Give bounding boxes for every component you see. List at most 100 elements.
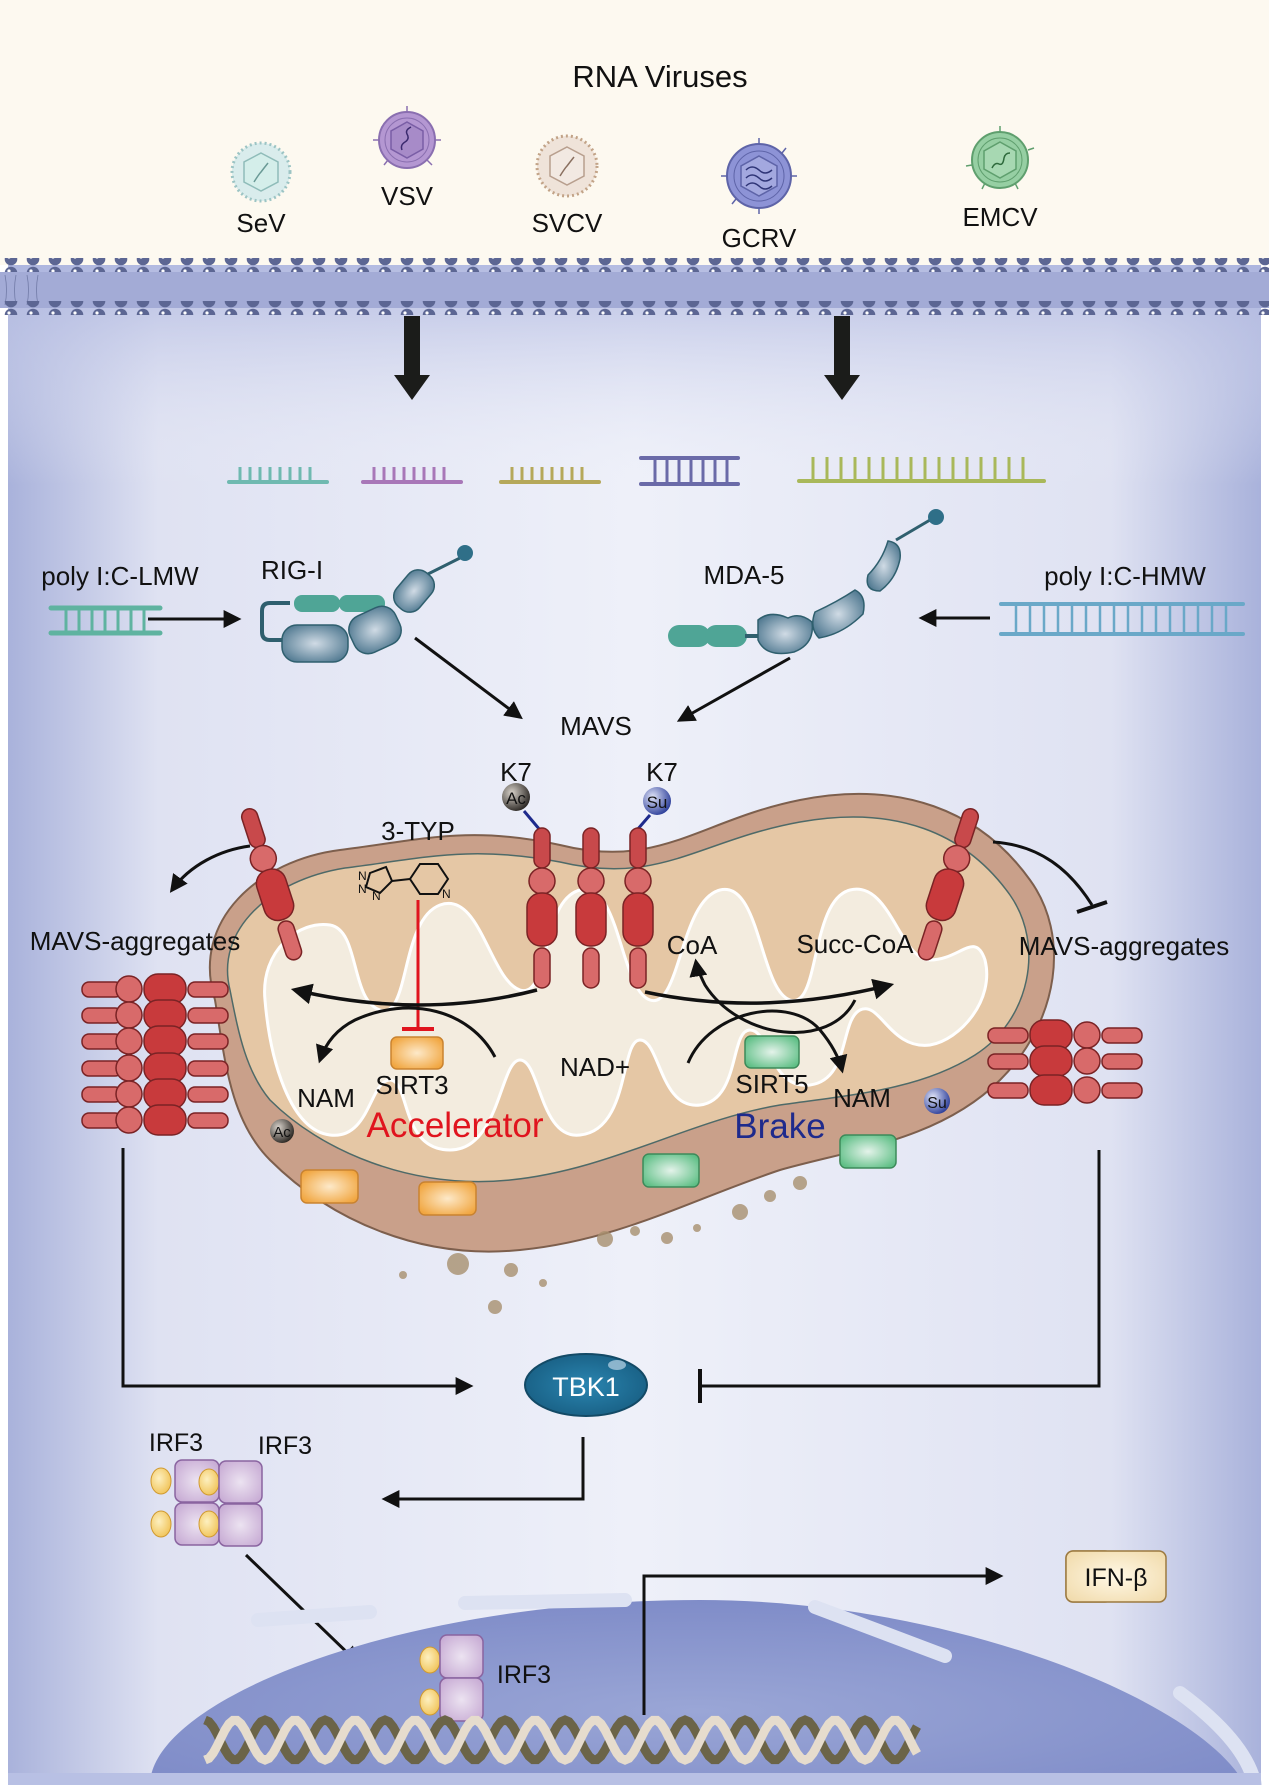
- inhibitor-label: 3-TYP: [381, 816, 455, 846]
- 3-typ-structure-icon: N N N N: [358, 863, 451, 903]
- inhibition-arc-aggregates-right: [992, 840, 1094, 906]
- plasma-membrane: [0, 258, 1269, 315]
- virus-label: SVCV: [532, 208, 603, 238]
- sirt5-protein-icon: [839, 1134, 897, 1169]
- virus-capsid-icon: [740, 155, 778, 197]
- svg-text:N: N: [358, 882, 367, 896]
- svg-text:Ac: Ac: [506, 789, 526, 808]
- arrow-irf3-to-nucleus: [244, 1553, 360, 1665]
- sirt3-protein-icon: [418, 1181, 477, 1216]
- mavs-monomer-ac: Ac K7: [500, 757, 558, 989]
- ifn-beta-box: [1065, 1550, 1167, 1603]
- poly-ic-lmw-icon: [48, 605, 163, 636]
- rna-strand-vsv: [361, 467, 463, 484]
- virus-label: GCRV: [722, 223, 797, 253]
- svg-text:N: N: [372, 889, 381, 903]
- coa-label: CoA: [667, 930, 718, 960]
- lysine-site-label: K7: [646, 757, 678, 787]
- nad-label: NAD+: [560, 1052, 630, 1082]
- mavs-aggregate-unit: [987, 1045, 1143, 1077]
- rig-i-protein-icon: [260, 545, 473, 663]
- nam-label-right: NAM: [833, 1083, 891, 1113]
- mavs-monomer-su: Su K7: [622, 757, 678, 989]
- diagram-title: RNA Viruses: [572, 59, 747, 94]
- mavs-aggregate-right: [987, 1019, 1143, 1106]
- svg-text:Ac: Ac: [273, 1124, 291, 1141]
- mavs-aggregate-unit: [81, 1104, 229, 1136]
- virus-emcv: EMCV: [962, 126, 1038, 232]
- sensor-label-rig-i: RIG-I: [261, 555, 323, 585]
- virus-label: VSV: [381, 181, 434, 211]
- ifn-beta-label: IFN-β: [1085, 1564, 1148, 1592]
- virus-gcrv: GCRV: [721, 138, 797, 253]
- sirt3-protein-icon: [300, 1169, 359, 1204]
- phosphate-icon: [198, 1468, 220, 1496]
- mavs-aggregate-unit: [987, 1074, 1143, 1106]
- sirt3-protein-icon: [390, 1036, 444, 1070]
- sensor-label-mda-5: MDA-5: [704, 560, 785, 590]
- virus-svcv: SVCV: [532, 134, 603, 238]
- virus-label: SeV: [236, 208, 286, 238]
- phosphate-icon: [150, 1510, 172, 1538]
- tbk1-label: TBK1: [552, 1372, 620, 1402]
- mavs-aggregate-unit: [987, 1019, 1143, 1051]
- acetyl-group-icon: [502, 783, 530, 811]
- tbk1-kinase: TBK1: [524, 1353, 648, 1417]
- sirt5-label: SIRT5: [735, 1069, 808, 1099]
- nam-label-left: NAM: [297, 1083, 355, 1113]
- arrow-to-aggregates-left: [169, 844, 251, 893]
- mavs-aggregate-unit: [81, 1052, 229, 1084]
- irf3-label: IRF3: [149, 1429, 203, 1457]
- ligand-label-right: poly I:C-HMW: [1044, 561, 1206, 591]
- poly-ic-hmw-icon: [999, 602, 1245, 636]
- mavs-aggregate-unit: [81, 973, 229, 1005]
- extracellular-space: [0, 0, 1269, 265]
- phosphate-icon: [419, 1688, 441, 1716]
- arrow-rigi-to-mavs: [414, 636, 523, 720]
- aggregates-label-right: MAVS-aggregates: [1019, 931, 1230, 961]
- rna-strand-gcrv: [639, 456, 740, 486]
- dna-double-helix-icon: [203, 1715, 921, 1765]
- svg-text:Su: Su: [647, 793, 668, 812]
- succinyl-group-icon: [643, 787, 671, 815]
- brake-label: Brake: [734, 1107, 825, 1146]
- inhibition-aggregates-to-tbk1: [700, 1150, 1101, 1388]
- succ-coa-label: Succ-CoA: [796, 929, 914, 959]
- phosphate-icon: [419, 1646, 441, 1674]
- desuccinylation-reaction-arrows: [644, 958, 895, 1074]
- entry-arrows: [394, 316, 860, 400]
- mavs-monomer-left-tilted: [240, 807, 303, 961]
- entry-arrow-left: [394, 316, 430, 400]
- arrow-mda5-to-mavs: [676, 656, 791, 722]
- succinyl-group-icon: [924, 1088, 950, 1114]
- deacetylation-reaction-arrows: [290, 983, 538, 1064]
- phosphate-icon: [198, 1510, 220, 1538]
- acetyl-group-icon: [270, 1119, 294, 1143]
- arrow-tbk1-to-irf3: [381, 1437, 585, 1508]
- rna-strand-sev: [227, 467, 329, 484]
- arrow-aggregates-to-tbk1: [121, 1148, 474, 1395]
- viral-rna-strands: [227, 456, 1046, 486]
- mavs-monomer: [575, 827, 607, 989]
- virus-label: EMCV: [962, 202, 1038, 232]
- sirt5-protein-icon: [744, 1035, 800, 1069]
- mavs-aggregate-left: [81, 973, 229, 1136]
- virus-vsv: VSV: [373, 106, 441, 211]
- mavs-aggregate-unit: [81, 1078, 229, 1110]
- arrow-transcription-to-ifn: [642, 1567, 1004, 1715]
- svg-text:N: N: [358, 869, 367, 883]
- rna-strand-emcv: [797, 457, 1046, 483]
- adaptor-label-mavs: MAVS: [560, 711, 632, 741]
- phosphate-icon: [150, 1467, 172, 1495]
- rna-strand-svcv: [499, 467, 601, 484]
- sirt5-protein-icon: [642, 1153, 700, 1188]
- sirt3-label: SIRT3: [375, 1070, 448, 1100]
- nucleus: [8, 1593, 1262, 1790]
- lysine-site-label: K7: [500, 757, 532, 787]
- accelerator-label: Accelerator: [366, 1106, 543, 1145]
- mavs-aggregate-unit: [81, 1025, 229, 1057]
- irf3-dimer-nuclear: [419, 1634, 484, 1722]
- mda-5-protein-icon: [668, 509, 944, 655]
